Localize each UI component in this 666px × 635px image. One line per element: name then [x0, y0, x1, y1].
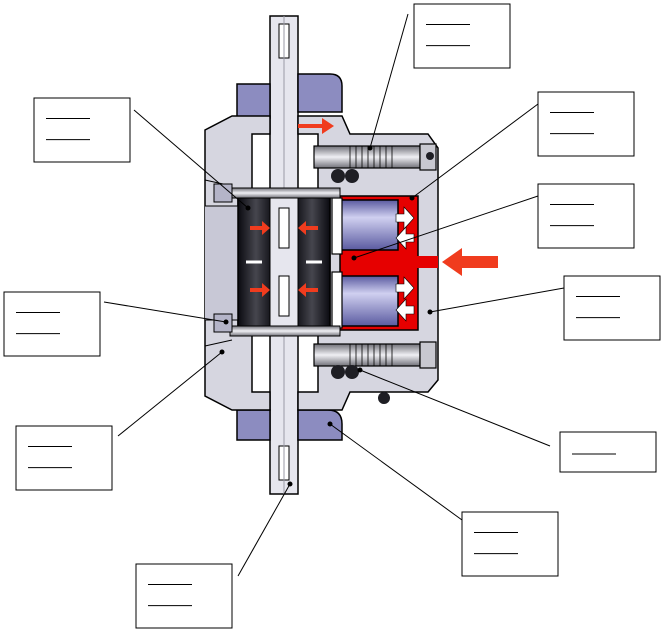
pistons	[331, 197, 399, 329]
leader-dots	[219, 145, 433, 487]
label-box-right-middle	[537, 183, 635, 249]
mounting-bolts	[313, 143, 437, 404]
label-box-right-housing	[563, 275, 661, 341]
label-box-right-lower	[559, 431, 657, 473]
label-box-frame	[563, 275, 661, 341]
label-box-frame	[413, 3, 511, 69]
label-box-frame	[15, 425, 113, 491]
label-box-left-lower	[15, 425, 113, 491]
label-box-frame	[559, 431, 657, 473]
label-box-frame	[33, 97, 131, 163]
label-box-bottom-right	[461, 511, 559, 577]
label-box-right-upper	[537, 91, 635, 157]
brake-pads	[237, 191, 331, 333]
label-box-frame	[537, 183, 635, 249]
label-box-frame	[135, 563, 233, 629]
leader-lines	[103, 13, 565, 577]
force-arrows	[250, 118, 498, 322]
label-box-left-upper	[33, 97, 131, 163]
label-box-top-right	[413, 3, 511, 69]
mounting-bracket	[236, 73, 343, 441]
label-box-left-middle	[3, 291, 101, 357]
label-boxes	[3, 3, 661, 629]
label-box-frame	[3, 291, 101, 357]
label-box-frame	[461, 511, 559, 577]
label-box-bottom	[135, 563, 233, 629]
label-box-frame	[537, 91, 635, 157]
